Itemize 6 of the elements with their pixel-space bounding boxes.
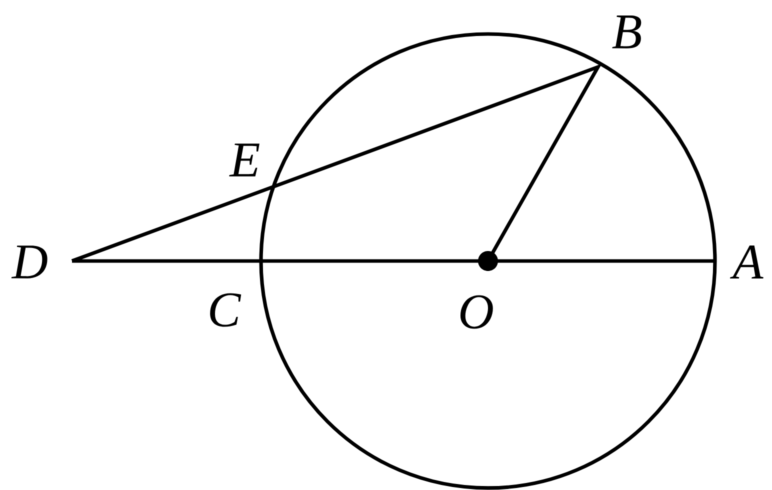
- point-label: A: [730, 245, 764, 278]
- point-label: D: [11, 246, 48, 278]
- point-label: O: [460, 295, 493, 329]
- point-label: E: [229, 144, 260, 176]
- point-label: C: [210, 293, 242, 327]
- point-label: B: [612, 16, 642, 48]
